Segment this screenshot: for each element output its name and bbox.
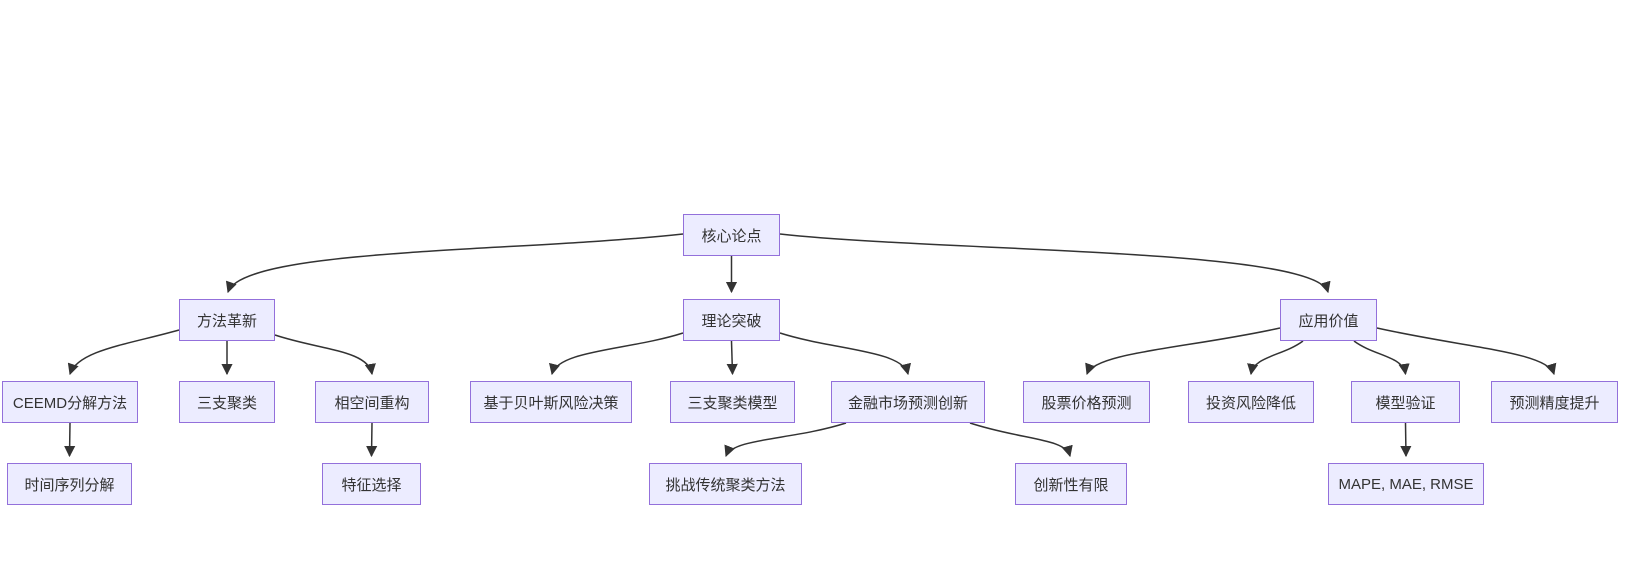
edge-theory-finance xyxy=(779,332,911,376)
node-three-way: 三支聚类 xyxy=(179,381,275,423)
edge-method-phase xyxy=(274,334,376,376)
edge-ceemd-ts_decomposition xyxy=(64,422,76,458)
edge-core-method xyxy=(226,233,684,294)
node-ts-decomposition: 时间序列分解 xyxy=(7,463,132,505)
node-accuracy: 预测精度提升 xyxy=(1491,381,1618,423)
node-bayes: 基于贝叶斯风险决策 xyxy=(470,381,632,423)
node-feature: 特征选择 xyxy=(322,463,421,505)
node-metrics: MAPE, MAE, RMSE xyxy=(1328,463,1484,505)
node-ceemd: CEEMD分解方法 xyxy=(2,381,138,423)
edge-phase-feature xyxy=(366,422,378,458)
node-finance: 金融市场预测创新 xyxy=(831,381,985,423)
node-limited: 创新性有限 xyxy=(1015,463,1127,505)
edge-finance-challenge xyxy=(724,422,847,458)
edge-theory-three_model xyxy=(726,340,738,376)
node-theory: 理论突破 xyxy=(683,299,780,341)
node-model-validation: 模型验证 xyxy=(1351,381,1460,423)
edge-application-risk xyxy=(1247,340,1304,376)
node-three-model: 三支聚类模型 xyxy=(670,381,795,423)
node-method: 方法革新 xyxy=(179,299,275,341)
node-phase: 相空间重构 xyxy=(315,381,429,423)
node-core: 核心论点 xyxy=(683,214,780,256)
edge-application-stock xyxy=(1085,327,1281,376)
edge-application-accuracy xyxy=(1376,327,1557,376)
node-application: 应用价值 xyxy=(1280,299,1377,341)
edge-core-application xyxy=(779,233,1331,294)
edge-model_validation-metrics xyxy=(1400,422,1412,458)
node-risk: 投资风险降低 xyxy=(1188,381,1314,423)
node-stock: 股票价格预测 xyxy=(1023,381,1150,423)
edge-application-model_validation xyxy=(1353,340,1410,376)
edge-method-ceemd xyxy=(67,329,180,376)
edge-theory-bayes xyxy=(549,332,684,376)
node-challenge: 挑战传统聚类方法 xyxy=(649,463,802,505)
edge-finance-limited xyxy=(969,422,1073,458)
